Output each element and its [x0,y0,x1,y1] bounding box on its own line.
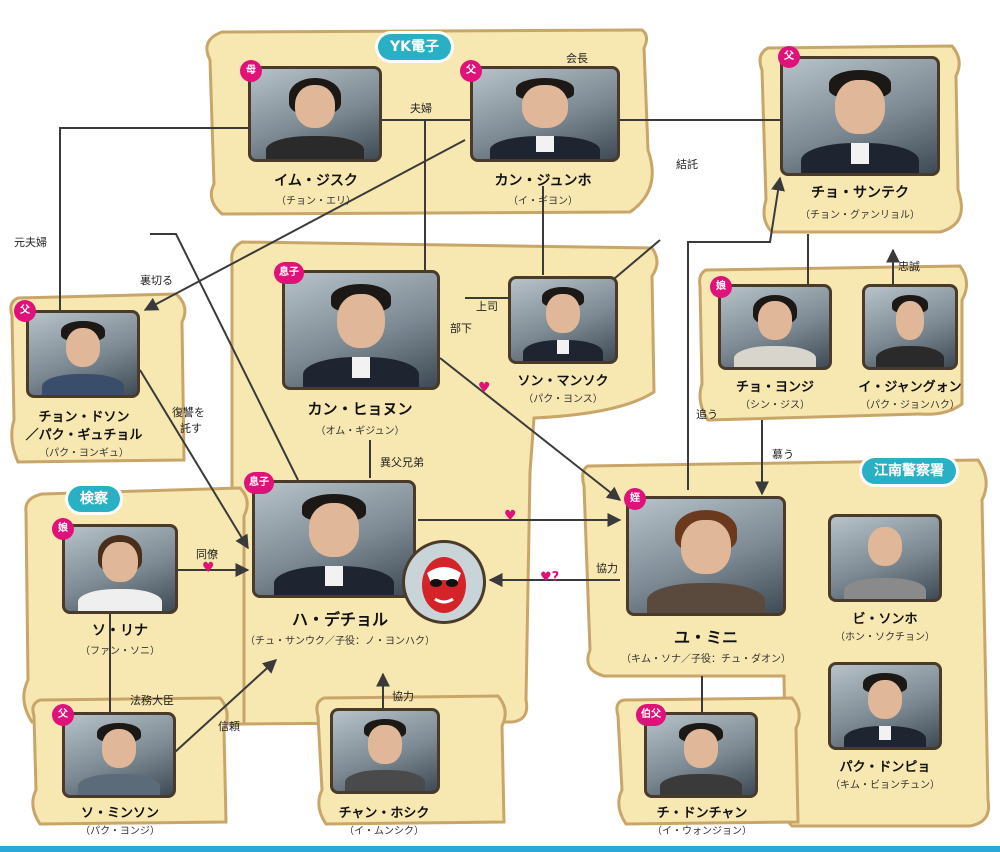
name-park-gyuchol: ／パク・ギュチョル [25,428,143,443]
portrait-jo-yonji [718,284,832,370]
name-jo-yonji: チョ・ヨンジ [735,380,815,395]
badge-jo-yonji: 娘 [710,276,732,298]
portrait-chan-hosik [330,708,440,794]
badge-kang-junho: 父 [460,60,482,82]
name-son-mansok: ソン・マンソク [517,374,609,389]
actor-ha-dechol: （チュ・サンウク／子役：ノ・ヨンハク） [245,636,435,647]
heart-icon-rina: ♥ [202,560,215,576]
actor-lim-jisuk: （チョン・エリ） [276,196,356,207]
badge-jeon-doson: 父 [14,300,36,322]
badge-so-rina: 娘 [52,518,74,540]
portrait-jo-santek [780,56,940,176]
badge-jo-santek: 父 [778,46,800,68]
actor-jo-santek: （チョン・グァンリョル） [800,210,920,221]
badge-so-minson: 父 [52,704,74,726]
rel-moto-fuufu: 元夫婦 [14,236,47,249]
rel-houmu-daijin: 法務大臣 [130,694,174,707]
rel-joushi: 上司 [476,300,498,313]
masked-hero-icon [402,540,486,624]
rel-fuufu: 夫婦 [410,102,432,115]
badge-yu-mini: 姪 [624,488,646,510]
name-jeon-doson: チョン・ドソン [38,410,130,425]
portrait-son-mansok [508,276,618,364]
portrait-park-donpyo [828,662,942,750]
rel-douryou: 同僚 [196,548,218,561]
portrait-ji-donchan [644,712,758,798]
portrait-jeon-doson [26,310,140,398]
rel-uragiru: 裏切る [140,274,173,287]
portrait-lee-jangwon [862,284,958,370]
name-so-rina: ソ・リナ [92,623,148,639]
rel-shitau: 慕う [772,448,794,461]
portrait-kang-junho [470,66,620,162]
actor-jo-yonji: （シン・ジス） [740,400,810,411]
name-kang-junho: カン・ジュンホ [494,173,592,189]
name-jo-santek: チョ・サンテク [811,185,909,201]
portrait-bi-sonho [828,514,942,602]
actor-son-mansok: （パク・ヨンス） [523,394,603,405]
name-chan-hosik: チャン・ホシク [338,806,430,821]
name-park-donpyo: パク・ドンピョ [839,760,931,775]
badge-ha-dechol: 息子 [244,472,274,494]
rel-kyouryoku-chan: 協力 [392,690,414,703]
name-ji-donchan: チ・ドンチャン [656,806,748,821]
rel-takusu: 託す [180,422,202,435]
portrait-lim-jisuk [248,66,382,162]
actor-kang-hyonun: （オム・ギジュン） [315,426,405,437]
name-yu-mini: ユ・ミニ [673,628,739,647]
rel-ou: 追う [696,408,718,421]
rel-kyouryoku-mini: 協力 [596,562,618,575]
actor-yu-mini: （キム・ソナ／子役：チュ・ダオン） [621,654,791,665]
name-so-minson: ソ・ミンソン [80,806,160,821]
actor-chan-hosik: （イ・ムンシク） [344,826,424,837]
heart-icon-dechol: ♥ [504,508,517,524]
name-lim-jisuk: イム・ジスク [274,173,358,189]
actor-park-donpyo: （キム・ビョンチュン） [830,780,940,791]
name-kang-hyonun: カン・ヒョヌン [307,400,413,418]
rel-ketsutaku: 結託 [676,158,698,171]
rel-fukushuu: 復讐を [172,406,205,419]
badge-ji-donchan: 伯父 [636,704,666,726]
group-prosecution-label: 検察 [68,486,120,512]
heart-icon-hyonun: ♥ [478,380,491,396]
rel-ifu-kyoudai: 異父兄弟 [380,456,424,469]
actor-kang-junho: （イ・ギヨン） [508,196,578,207]
actor-jeon-doson: （パク・ヨンギュ） [39,448,129,459]
badge-lim-jisuk: 母 [240,60,262,82]
actor-lee-jangwon: （パク・ジョンハク） [860,400,960,411]
heart-question-icon: ♥? [540,570,560,585]
name-ha-dechol: ハ・デチョル [291,610,389,629]
actor-so-rina: （ファン・ソニ） [80,646,160,657]
rel-kaichou: 会長 [566,52,588,65]
rel-shinrai: 信頼 [218,720,240,733]
portrait-so-minson [62,712,176,798]
name-bi-sonho: ビ・ソンホ [852,612,918,627]
rel-chuusei: 忠誠 [898,260,920,273]
portrait-kang-hyonun [282,270,440,390]
group-police-label: 江南警察署 [862,458,956,484]
badge-kang-hyonun: 息子 [274,262,304,284]
portrait-so-rina [62,524,178,614]
actor-ji-donchan: （イ・ウォンジョン） [652,826,752,837]
portrait-ha-dechol [252,480,416,598]
rel-buka: 部下 [450,322,472,335]
actor-so-minson: （パク・ヨンジ） [80,826,160,837]
portrait-yu-mini [626,496,786,616]
actor-bi-sonho: （ホン・ソクチョン） [835,632,935,643]
group-yk-label: YK電子 [378,34,451,60]
name-lee-jangwon: イ・ジャングォン [858,380,962,395]
